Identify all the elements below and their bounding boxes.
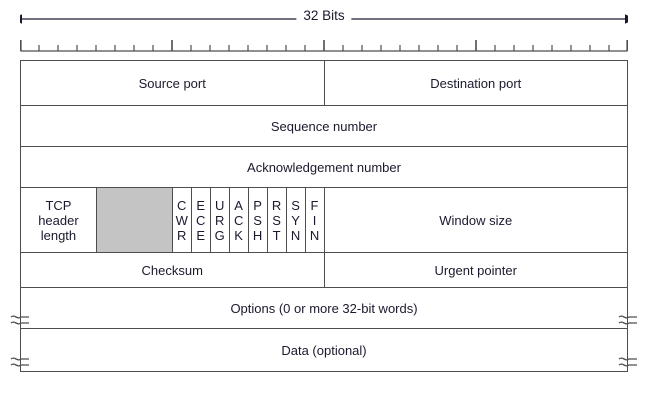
bit-width-arrow: 32 Bits [12,8,636,30]
tcp-header-table: Source port Destination port Sequence nu… [20,60,628,372]
table-row-flags: TCP header length C W R E C E U R [20,187,628,253]
flag-syn-letter-3: N [290,227,301,243]
flag-syn: S Y N [285,187,306,253]
flag-fin: F I N [304,187,325,253]
flag-fin-letter-2: I [312,212,317,228]
field-urgent-pointer: Urgent pointer [323,252,628,288]
flag-psh-letter-3: H [252,227,263,243]
flag-cwr: C W R [171,187,192,253]
tcp-header-length-line-3: length [40,227,77,243]
table-row-data: Data (optional) [20,328,628,372]
flag-cwr-letter-3: R [177,227,187,243]
flag-fin-letter-1: F [310,197,319,213]
table-row-ports: Source port Destination port [20,60,628,106]
flag-psh: P S H [247,187,268,253]
flag-ece-letter-2: C [196,212,206,228]
tcp-header-length-line-2: header [38,212,79,228]
field-tcp-header-length: TCP header length [20,187,97,253]
flag-ack-letter-2: C [233,212,244,228]
flag-psh-letter-2: S [253,212,262,228]
flag-fin-letter-3: N [309,227,320,243]
flag-cwr-letter-1: C [177,197,187,213]
table-row-checksum: Checksum Urgent pointer [20,252,628,288]
field-reserved [95,187,173,253]
flag-urg-letter-3: G [214,227,225,243]
field-options: Options (0 or more 32-bit words) [20,287,628,329]
flag-cwr-letter-2: W [175,212,188,228]
flag-syn-letter-2: Y [291,212,300,228]
flag-syn-letter-1: S [291,197,300,213]
table-row-acknowledgement: Acknowledgement number [20,146,628,188]
flag-ece: E C E [190,187,211,253]
flag-rst: R S T [266,187,287,253]
field-checksum: Checksum [20,252,325,288]
flag-ack-letter-1: A [234,197,243,213]
table-row-sequence: Sequence number [20,105,628,147]
field-source-port: Source port [20,60,325,106]
field-acknowledgement-number: Acknowledgement number [20,146,628,188]
bit-ruler [20,36,629,52]
flag-rst-letter-1: R [271,197,282,213]
flag-rst-letter-2: S [272,212,281,228]
table-row-options: Options (0 or more 32-bit words) [20,287,628,329]
bit-width-label: 32 Bits [296,8,352,24]
field-sequence-number: Sequence number [20,105,628,147]
flag-ack-letter-3: K [234,227,243,243]
flag-ece-letter-3: E [196,227,206,243]
flag-urg: U R G [209,187,230,253]
field-destination-port: Destination port [323,60,628,106]
flag-ece-letter-1: E [196,197,206,213]
flag-psh-letter-1: P [253,197,262,213]
field-data: Data (optional) [20,328,628,372]
bit-ruler-svg [20,40,629,52]
flag-urg-letter-1: U [214,197,225,213]
flag-ack: A C K [228,187,249,253]
flag-urg-letter-2: R [214,212,225,228]
field-window-size: Window size [323,187,628,253]
flag-rst-letter-3: T [272,227,281,243]
tcp-header-length-line-1: TCP [45,197,72,213]
